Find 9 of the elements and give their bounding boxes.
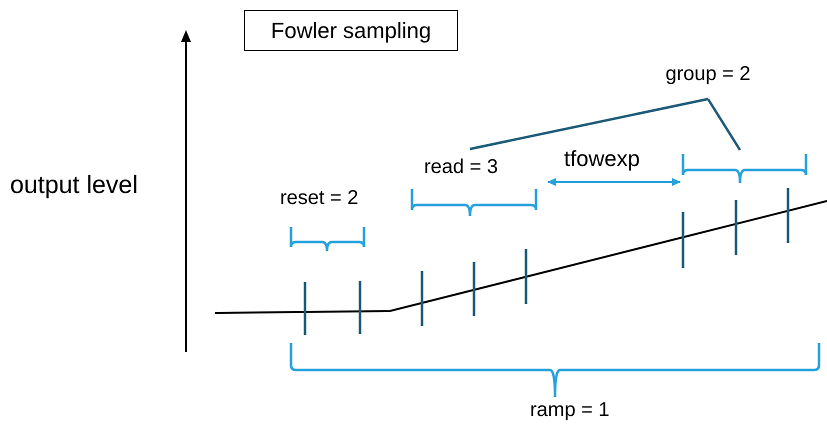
annotation-label: ramp = 1 xyxy=(530,398,610,423)
group-label: group = 2 xyxy=(665,62,751,87)
leader-line xyxy=(706,98,742,151)
annotation-label: output level xyxy=(10,170,138,201)
title-box: Fowler sampling xyxy=(244,10,458,51)
leader-line xyxy=(547,178,681,186)
leader-line xyxy=(470,98,708,150)
annotation-label: read = 3 xyxy=(424,155,498,180)
annotation-label: reset = 2 xyxy=(280,186,358,211)
